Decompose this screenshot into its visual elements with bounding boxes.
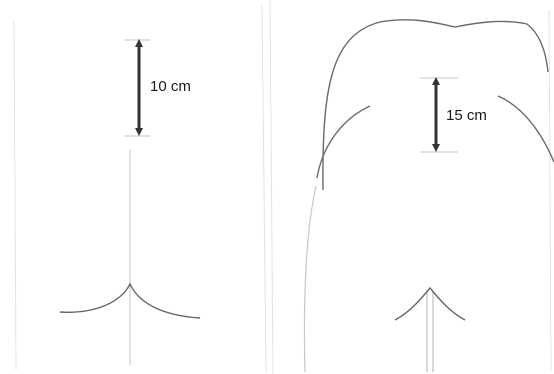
left-measurement-label: 10 cm — [150, 78, 191, 95]
right-measurement-label: 15 cm — [446, 107, 487, 124]
right-panel: 15 cm — [304, 20, 554, 372]
background-texture — [14, 0, 551, 374]
right-outer-leg-line — [304, 186, 316, 372]
left-panel: 10 cm — [60, 40, 200, 365]
right-right-hip-curve — [498, 96, 554, 162]
right-cleft-curve — [395, 288, 465, 320]
